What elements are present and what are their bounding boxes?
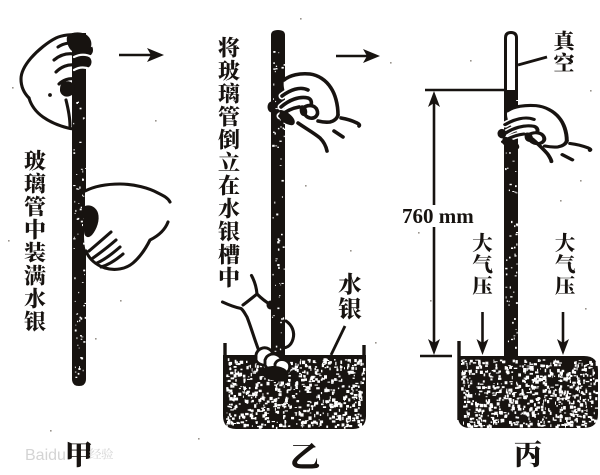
svg-text:760 mm: 760 mm <box>402 204 474 228</box>
svg-text:Baidu: Baidu <box>25 447 66 464</box>
